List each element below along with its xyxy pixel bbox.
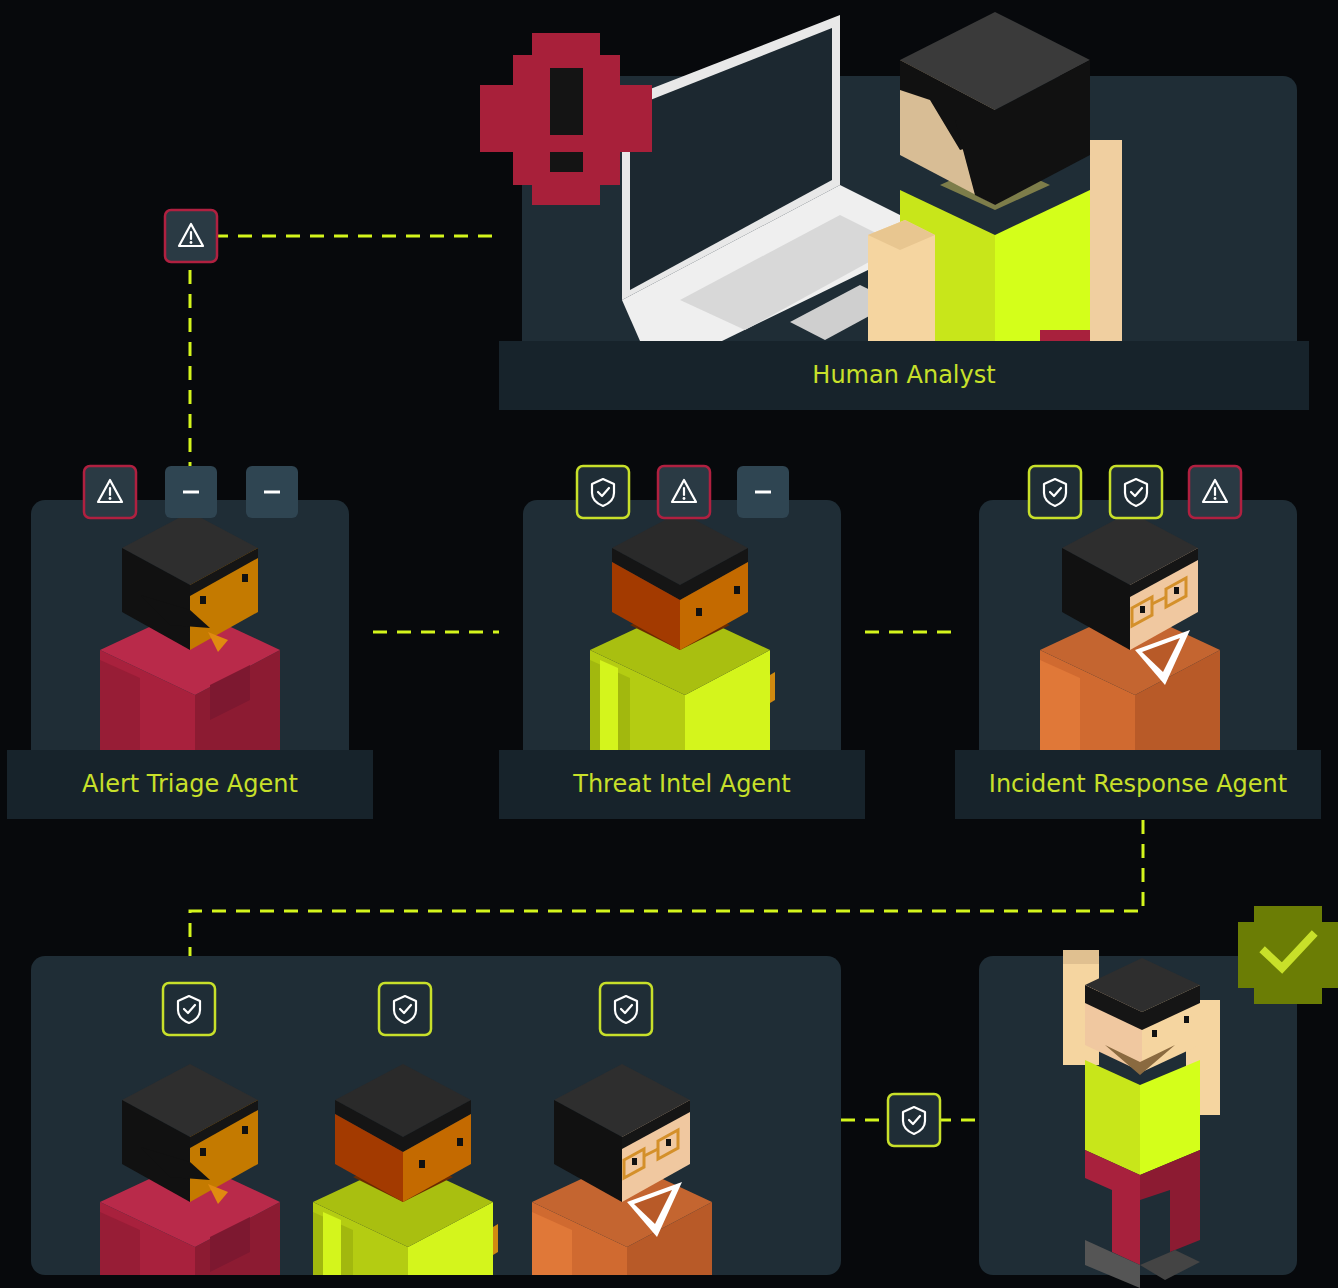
agent-team (100, 1064, 712, 1275)
shield-badge (163, 983, 215, 1035)
agent-panel (523, 500, 841, 780)
agent-panel (979, 500, 1297, 780)
pending-badge (165, 466, 217, 518)
node-label: Alert Triage Agent (82, 770, 298, 799)
shield-badge (577, 466, 629, 518)
warning-badge (84, 466, 136, 518)
handoff-wire (190, 820, 1143, 956)
shield-badge (1029, 466, 1081, 518)
dashed-connector (373, 631, 499, 634)
node-label: Incident Response Agent (989, 770, 1287, 799)
dashed-connector (190, 236, 499, 500)
shield-badge (1110, 466, 1162, 518)
alert-icon (480, 33, 652, 205)
label-bar: Threat Intel Agent (499, 750, 865, 819)
dashed-connector (865, 631, 955, 634)
intel-agent-figure (313, 1064, 498, 1275)
node-label: Threat Intel Agent (573, 770, 791, 799)
shield-badge (600, 983, 652, 1035)
agent-panel (31, 500, 349, 780)
wires (190, 820, 1143, 1120)
label-bar: Human Analyst (499, 341, 1309, 410)
warning-badge (658, 466, 710, 518)
agent-card: Incident Response Agent (955, 500, 1321, 819)
laptop (622, 15, 940, 341)
pending-badge (246, 466, 298, 518)
warning-badge (1189, 466, 1241, 518)
shield-badge (888, 1094, 940, 1146)
human-analyst-figure (868, 12, 1122, 341)
response-agent-figure (532, 1064, 712, 1275)
agent-card: Threat Intel Agent (499, 500, 865, 819)
triage-agent-figure (100, 1064, 280, 1275)
label-bar: Incident Response Agent (955, 750, 1321, 819)
warning-badge (165, 210, 217, 262)
success-check (1238, 906, 1338, 1004)
label-bar: Alert Triage Agent (7, 750, 373, 819)
agent-card: Alert Triage Agent (7, 500, 373, 819)
shield-badge (379, 983, 431, 1035)
node-label: Human Analyst (812, 361, 995, 390)
agent-card: Human Analyst (499, 76, 1309, 410)
response-agent-figure (1040, 512, 1220, 760)
triage-agent-figure (100, 512, 280, 760)
intel-agent-figure (590, 512, 775, 760)
celebrating-figure (1063, 950, 1220, 1288)
resolve-wire (841, 1119, 979, 1122)
resolved-panel (979, 956, 1297, 1275)
pending-badge (737, 466, 789, 518)
